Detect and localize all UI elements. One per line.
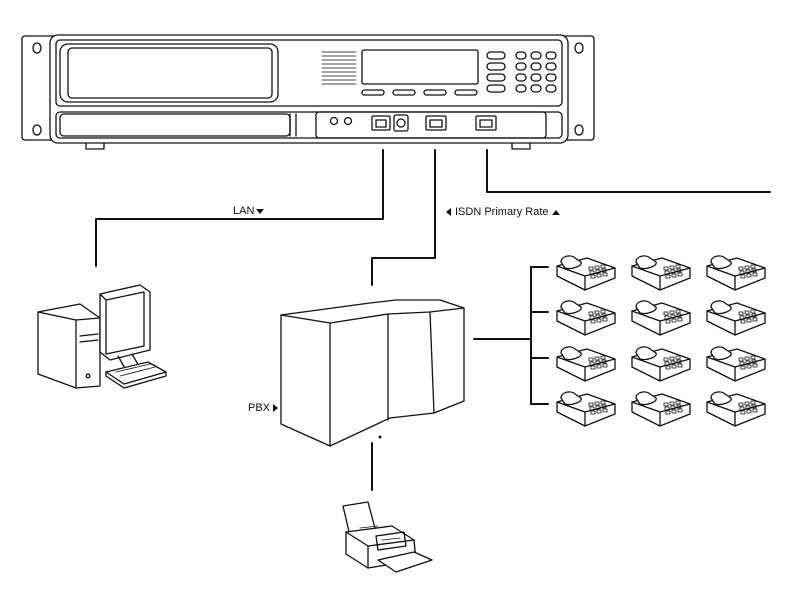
down-arrow-icon: [256, 208, 265, 214]
phone: [706, 391, 766, 427]
phone: [706, 346, 766, 382]
connector-panel: [315, 111, 547, 139]
isdn-outgoing-link: [486, 149, 771, 193]
lan-label-text: LAN: [233, 205, 255, 217]
phone: [631, 300, 691, 336]
phone: [556, 300, 616, 336]
phone: [631, 255, 691, 291]
phone: [556, 346, 616, 382]
phone: [631, 391, 691, 427]
pbx-label: PBX: [248, 402, 279, 414]
lcd-display: [361, 49, 479, 85]
vent-grille: [321, 51, 357, 85]
desktop-computer: [37, 284, 167, 389]
pbx-label-text: PBX: [248, 402, 271, 414]
fax-machine: [342, 501, 433, 573]
serial-port: [393, 114, 409, 132]
phone: [631, 346, 691, 382]
isdn-port-1: [425, 115, 447, 131]
up-arrow-icon: [551, 209, 560, 215]
pbx-cabinet: [280, 299, 465, 447]
phone: [556, 391, 616, 427]
phone-bank: [556, 255, 766, 427]
phone: [706, 300, 766, 336]
connection-lines: [95, 149, 771, 491]
lan-port: [371, 115, 391, 131]
phone: [706, 255, 766, 291]
rack-gateway-unit: [21, 34, 595, 150]
lan-link: [95, 149, 384, 267]
phone: [556, 255, 616, 291]
isdn-port-2: [475, 115, 497, 131]
isdn-label-text: ISDN Primary Rate: [455, 206, 549, 218]
right-arrow-icon: [273, 404, 279, 413]
left-arrow-icon: [446, 208, 451, 217]
isdn-pbx-link: [371, 149, 436, 286]
front-keypad: [486, 51, 557, 93]
lan-label: LAN: [233, 205, 265, 217]
isdn-label: ISDN Primary Rate: [446, 206, 560, 218]
